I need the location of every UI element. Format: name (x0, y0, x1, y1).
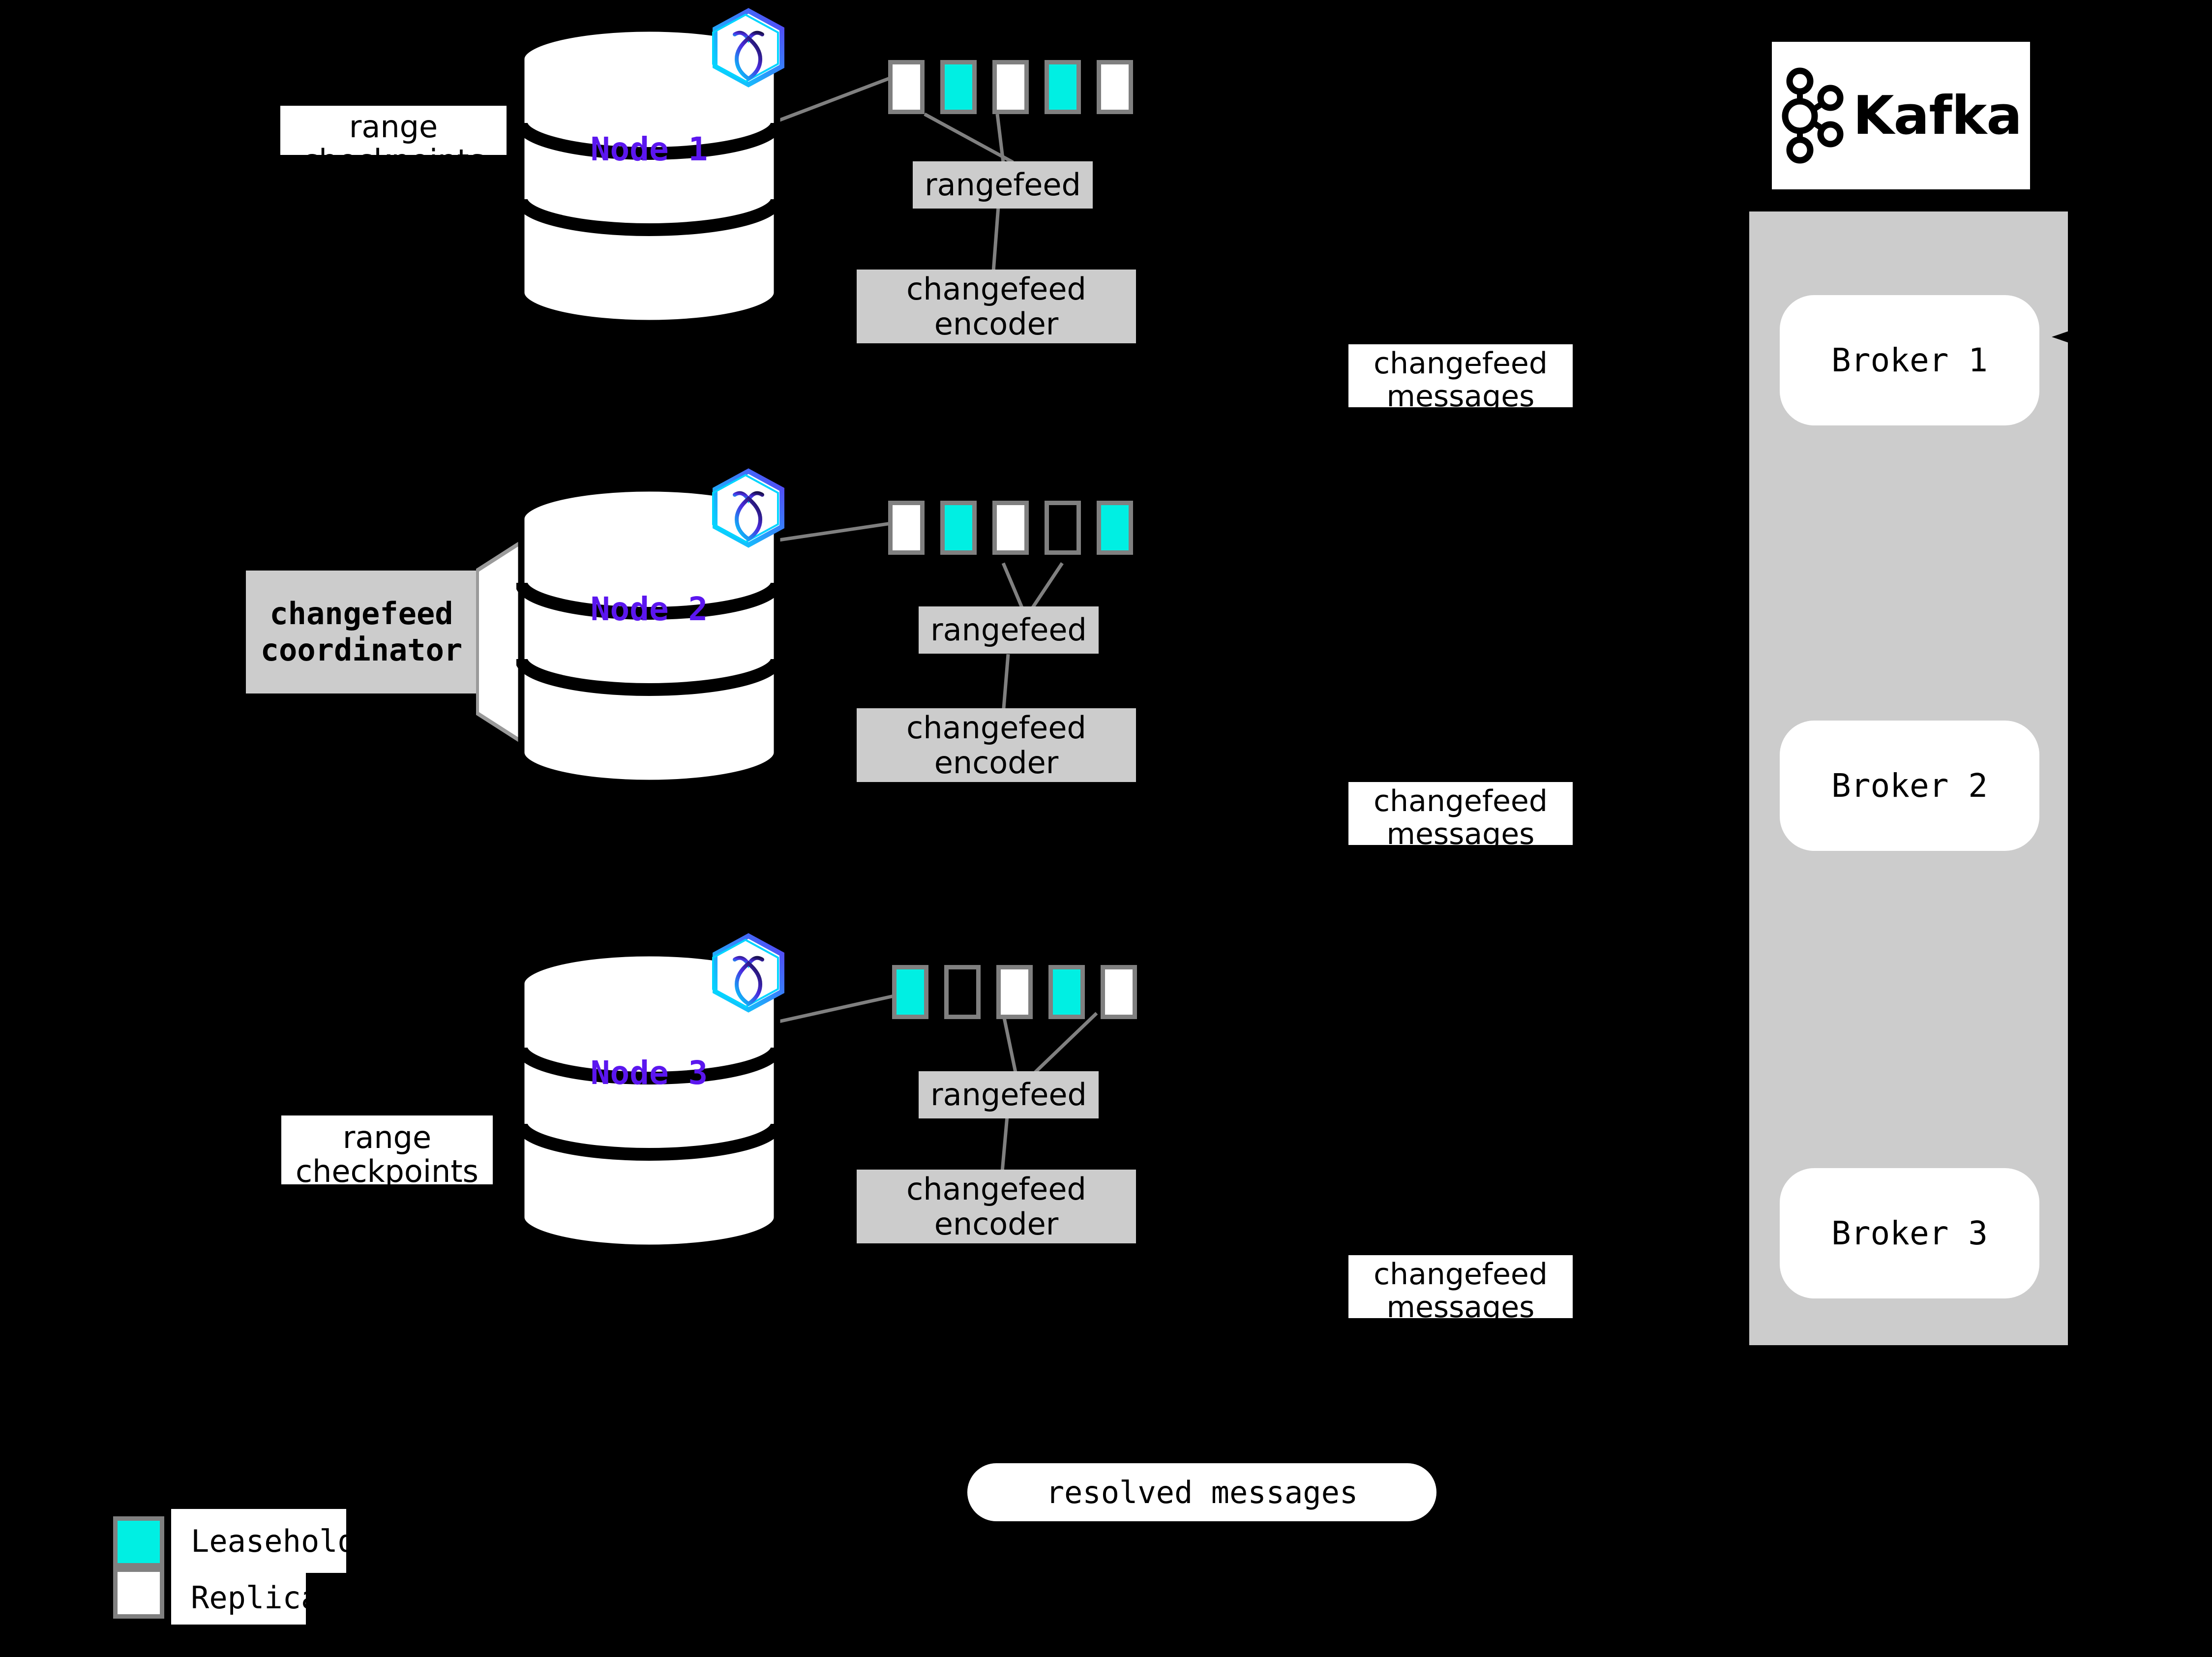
node-2-range-4[interactable] (1045, 501, 1081, 555)
broker-1-label: Broker 1 (1831, 341, 1988, 379)
node-1-label: Node 1 (590, 130, 708, 168)
node-1-range-5[interactable] (1097, 60, 1133, 114)
legend-label-leaseholder: Leaseholder (171, 1509, 393, 1573)
node-2-rangefeed-label: rangefeed (930, 612, 1087, 648)
broker-1[interactable]: Broker 1 (1780, 295, 2039, 425)
legend-leaseholder-text: Leaseholder (191, 1523, 393, 1559)
node-2-range-5[interactable] (1097, 501, 1133, 555)
node-3-rangefeed-box[interactable]: rangefeed (919, 1071, 1099, 1118)
node-3-range-3[interactable] (996, 965, 1033, 1019)
changefeed-messages-2: changefeed messages (1348, 782, 1573, 851)
cockroachdb-logo-icon-2 (707, 466, 790, 553)
node-1-range-1[interactable] (888, 60, 925, 114)
legend-swatch-replica (113, 1567, 164, 1619)
broker-3-label: Broker 3 (1831, 1214, 1988, 1252)
node-3-encoder-line2: encoder (934, 1206, 1059, 1242)
broker-2-label: Broker 2 (1831, 767, 1988, 805)
node-2-label: Node 2 (590, 590, 708, 628)
changefeed-messages-3-line1: changefeed (1374, 1257, 1548, 1292)
changefeed-messages-1: changefeed messages (1348, 344, 1573, 413)
node-1-range-4[interactable] (1045, 60, 1081, 114)
incoming-arrow-icon (2052, 329, 2076, 345)
node-1-range-2[interactable] (940, 60, 977, 114)
cockroachdb-logo-icon-3 (707, 931, 790, 1018)
node-1-encoder-box[interactable]: changefeed encoder (857, 270, 1136, 343)
node-3-range-checkpoints-line1: range (342, 1119, 432, 1155)
node-1-rangefeed-box[interactable]: rangefeed (913, 161, 1093, 209)
node-2-encoder-line1: changefeed (906, 709, 1086, 746)
node-3-label: Node 3 (590, 1054, 708, 1092)
kafka-logo-icon (1782, 67, 1844, 164)
node-3-rangefeed-label: rangefeed (930, 1077, 1087, 1113)
resolved-messages-pill[interactable]: resolved messages (967, 1463, 1436, 1521)
node-1-range-checkpoints-line2: checkpoints (302, 143, 485, 179)
changefeed-messages-1-line1: changefeed (1374, 346, 1548, 381)
broker-3[interactable]: Broker 3 (1780, 1168, 2039, 1298)
node-2-encoder-line2: encoder (934, 745, 1059, 781)
node-1-encoder-line1: changefeed (906, 271, 1086, 307)
node-3-range-1[interactable] (892, 965, 928, 1019)
node-2-encoder-box[interactable]: changefeed encoder (857, 708, 1136, 782)
changefeed-coordinator-callout[interactable]: changefeed coordinator (246, 536, 531, 748)
node-1-range-checkpoints-label: range checkpoints (280, 106, 507, 178)
changefeed-coordinator-box[interactable]: changefeed coordinator (246, 571, 477, 693)
changefeed-messages-2-line2: messages (1386, 817, 1535, 852)
cockroachdb-logo-icon (707, 6, 790, 92)
broker-2[interactable]: Broker 2 (1780, 721, 2039, 851)
node-2-rangefeed-box[interactable]: rangefeed (919, 606, 1099, 654)
changefeed-coordinator-line2: coordinator (260, 632, 463, 668)
node-3-range-checkpoints-label: range checkpoints (281, 1115, 493, 1189)
node-3-range-checkpoints-line2: checkpoints (296, 1153, 478, 1190)
node-1-rangefeed-label: rangefeed (925, 167, 1081, 203)
kafka-brokers-panel: Broker 1 Broker 2 Broker 3 (1749, 211, 2068, 1345)
node-2-range-3[interactable] (992, 501, 1029, 555)
changefeed-messages-1-line2: messages (1386, 379, 1535, 414)
changefeed-messages-2-line1: changefeed (1374, 784, 1548, 818)
legend-swatch-leaseholder (113, 1516, 164, 1567)
node-1-range-checkpoints-line1: range (349, 109, 438, 145)
changefeed-coordinator-line1: changefeed (269, 595, 453, 632)
legend-replica-text: Replica (191, 1579, 320, 1616)
node-3-encoder-line1: changefeed (906, 1171, 1086, 1207)
changefeed-messages-3-line2: messages (1386, 1290, 1535, 1325)
kafka-logo-text: Kafka (1853, 85, 2022, 147)
node-1-range-3[interactable] (992, 60, 1029, 114)
kafka-logo-card: Kafka (1772, 42, 2030, 189)
node-3-range-2[interactable] (944, 965, 981, 1019)
node-2-range-2[interactable] (940, 501, 977, 555)
node-3-range-5[interactable] (1101, 965, 1137, 1019)
node-3-range-4[interactable] (1048, 965, 1085, 1019)
legend-label-replica: Replica (171, 1570, 319, 1625)
node-2-range-1[interactable] (888, 501, 925, 555)
resolved-messages-label: resolved messages (1046, 1474, 1358, 1510)
node-3-encoder-box[interactable]: changefeed encoder (857, 1170, 1136, 1243)
changefeed-messages-3: changefeed messages (1348, 1255, 1573, 1324)
node-1-encoder-line2: encoder (934, 306, 1059, 342)
